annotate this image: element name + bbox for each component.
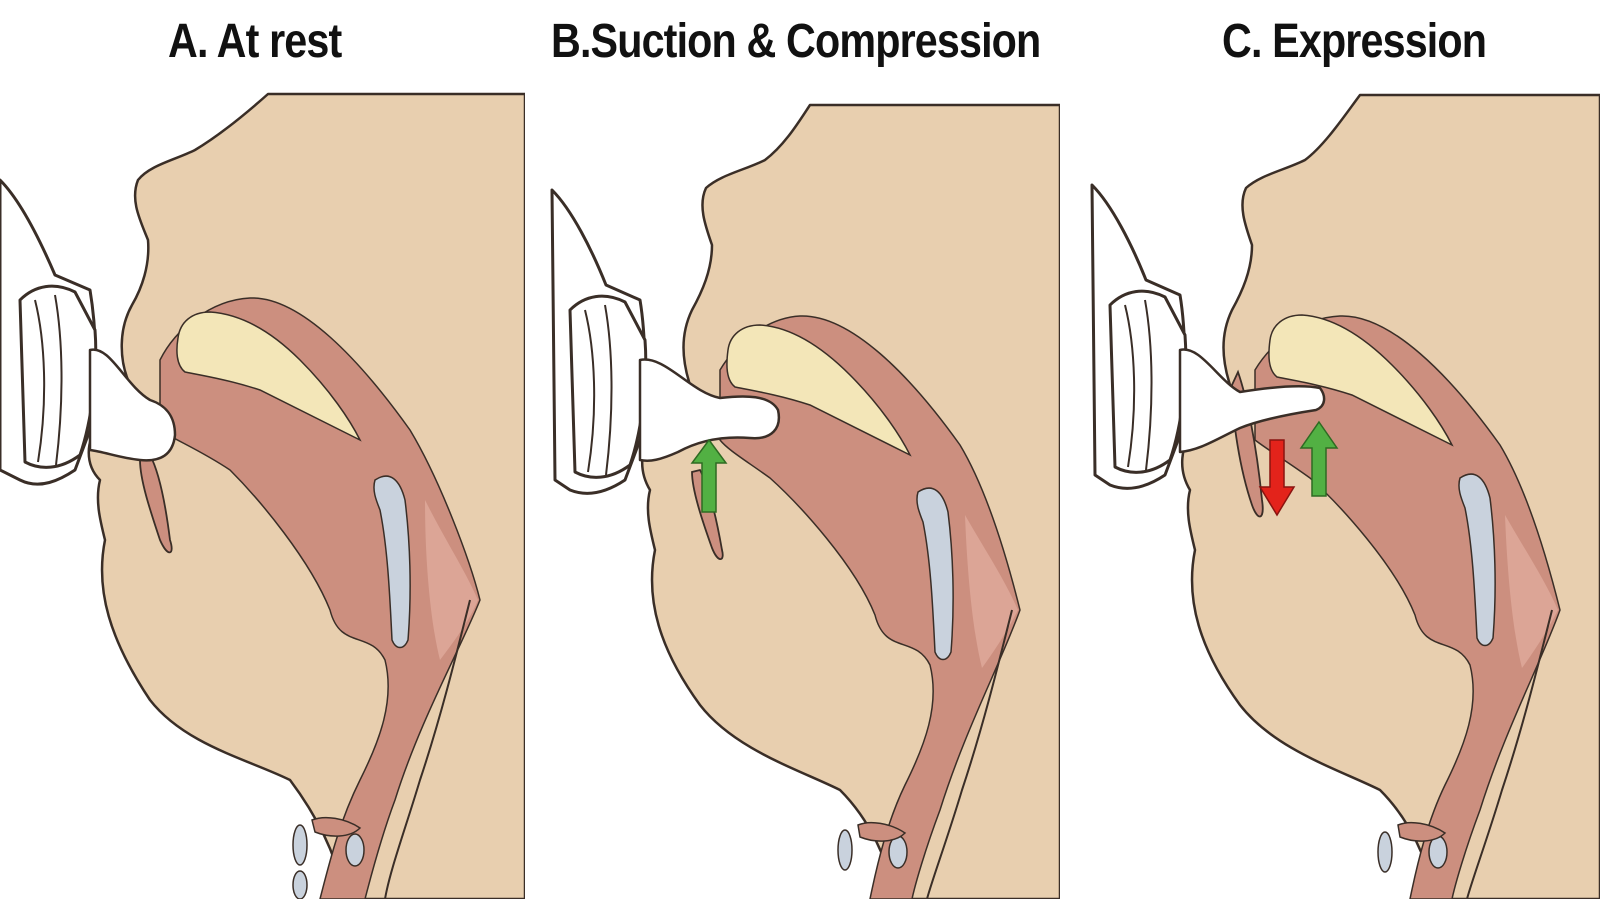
hard-palate	[176, 311, 362, 442]
vertebra-lower-3	[292, 870, 308, 899]
nipple	[88, 348, 177, 462]
hard-palate	[726, 324, 912, 457]
vertebra-lower-1	[837, 829, 853, 871]
vertebra-column	[373, 475, 411, 649]
bottle-ring-1	[34, 299, 46, 463]
larynx-band	[1397, 821, 1447, 842]
bottle-ring-2	[54, 294, 63, 466]
vertebra-lower-1	[292, 824, 308, 866]
tongue-light	[965, 515, 1018, 668]
bottle-ring-1	[1124, 304, 1136, 468]
bottle-ring-2	[1144, 299, 1153, 471]
down-arrow	[1258, 439, 1296, 517]
nipple	[1178, 348, 1326, 454]
vertebra-lower-1	[1377, 831, 1393, 873]
vertebra-lower-2	[345, 833, 365, 867]
vertebra-lower-2	[1428, 835, 1448, 869]
bottle-ring-2	[604, 304, 613, 476]
panel-c-title: C. Expression	[1222, 15, 1487, 68]
panel-c-illustration	[1090, 93, 1600, 899]
lower-lip-cleft	[139, 453, 173, 554]
nipple	[638, 358, 781, 462]
panel-a-title: A. At rest	[168, 15, 342, 68]
oral-pharynx	[159, 297, 481, 899]
trachea-line	[384, 599, 471, 899]
oral-pharynx	[719, 315, 1021, 899]
larynx-band	[857, 821, 907, 842]
panel-a-illustration	[0, 92, 525, 899]
vertebra-column	[1458, 473, 1496, 647]
panel-b-illustration	[550, 103, 1060, 899]
vertebra-lower-2	[888, 835, 908, 869]
vertebra-column	[916, 487, 954, 661]
panel-b-title: B.Suction & Compression	[551, 15, 1041, 68]
up-arrow	[1299, 420, 1339, 497]
hard-palate	[1268, 314, 1454, 447]
up-arrow	[690, 438, 728, 513]
trachea-line	[1466, 609, 1553, 899]
trachea-line	[926, 609, 1013, 899]
larynx-band	[311, 816, 362, 837]
bottle-ring-1	[584, 309, 596, 473]
tongue-light	[1505, 515, 1558, 668]
oral-pharynx	[1254, 315, 1561, 899]
